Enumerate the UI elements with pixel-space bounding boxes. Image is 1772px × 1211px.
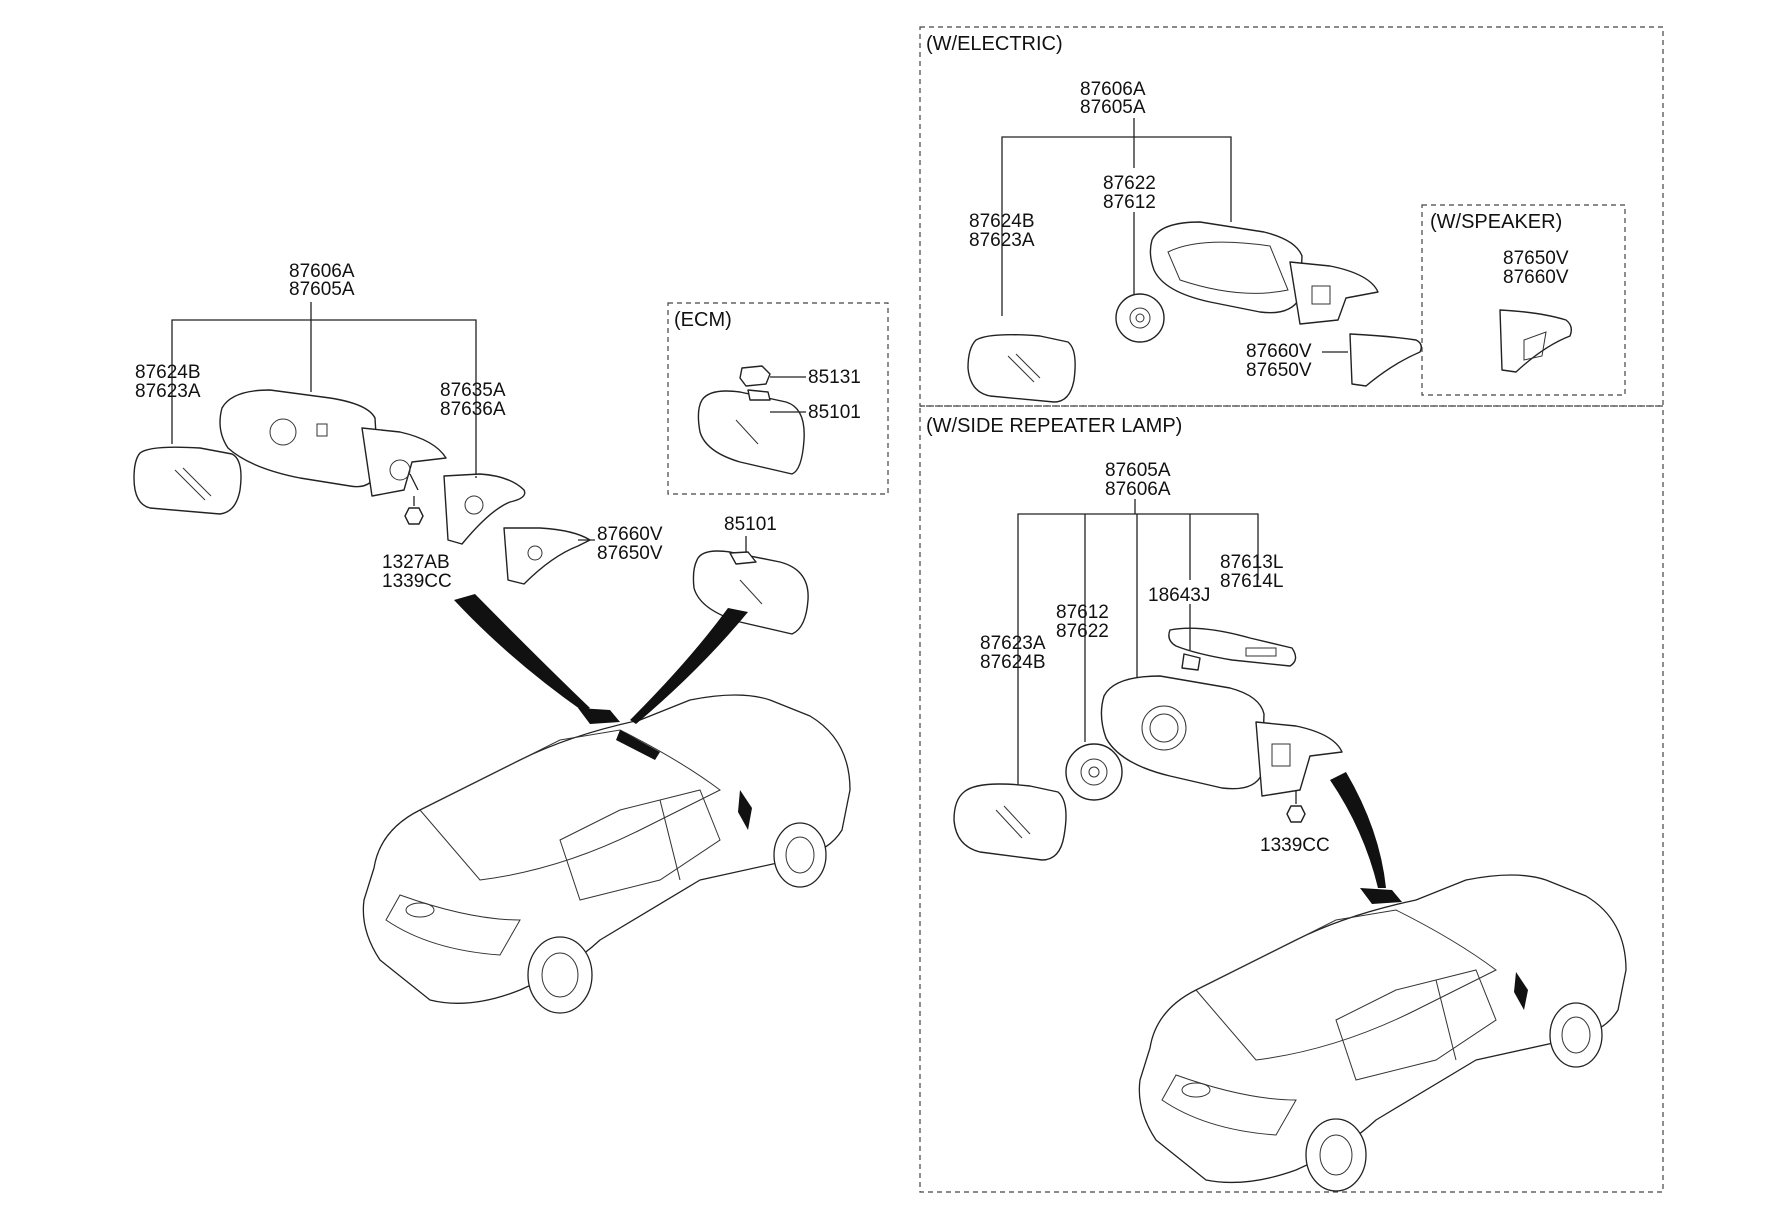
repeater-bulb xyxy=(1181,653,1201,671)
mirror-cover xyxy=(443,473,526,545)
ecm-group: 85131 85101 xyxy=(697,365,861,475)
section-title-electric: (W/ELECTRIC) xyxy=(926,33,1063,55)
label-rp-actuator-2: 87622 xyxy=(1056,621,1109,642)
label-el-glass-1: 87624B xyxy=(969,211,1035,232)
label-sp-garnish-2: 87660V xyxy=(1503,267,1569,288)
label-ecm-mirror: 85101 xyxy=(808,402,861,423)
repeater-group: 87605A 87606A 87613L 87614L 18643J 87612… xyxy=(953,460,1343,861)
frame-electric xyxy=(919,26,1664,407)
mirror-glass xyxy=(133,446,242,515)
label-main-nut-1: 1327AB xyxy=(382,552,450,573)
label-rp-glass-2: 87624B xyxy=(980,652,1046,673)
label-rp-bulb: 18643J xyxy=(1148,585,1210,606)
repeater-nut xyxy=(1286,805,1306,823)
label-ecm-bracket: 85131 xyxy=(808,367,861,388)
label-main-cover-1: 87635A xyxy=(440,380,506,401)
label-el-actuator-1: 87622 xyxy=(1103,173,1156,194)
electric-delta-garnish xyxy=(1349,333,1423,387)
label-rp-assy-2: 87606A xyxy=(1105,479,1171,500)
label-main-glass-2: 87623A xyxy=(135,381,201,402)
frame-ecm xyxy=(667,302,889,495)
label-rp-lamp-1: 87613L xyxy=(1220,552,1283,573)
repeater-mirror-glass xyxy=(953,783,1067,861)
inside-mirror-group: 85101 xyxy=(692,514,809,635)
electric-actuator xyxy=(1115,293,1165,343)
ecm-bracket xyxy=(739,365,771,387)
label-rp-glass-1: 87623A xyxy=(980,633,1046,654)
electric-mirror-glass xyxy=(967,333,1076,403)
label-sp-garnish-1: 87650V xyxy=(1503,248,1569,269)
section-title-repeater: (W/SIDE REPEATER LAMP) xyxy=(926,415,1182,437)
main-mirror-group: 87606A 87605A 87624B 87623A 87635A 87636… xyxy=(133,261,663,592)
repeater-mirror-base xyxy=(1255,721,1343,797)
section-title-speaker: (W/SPEAKER) xyxy=(1430,211,1562,233)
label-rp-nut: 1339CC xyxy=(1260,835,1330,856)
frame-speaker xyxy=(1421,204,1626,396)
label-inside-mirror: 85101 xyxy=(724,514,777,535)
label-main-cover-2: 87636A xyxy=(440,399,506,420)
mirror-housing xyxy=(219,389,379,488)
mirror-base xyxy=(361,427,447,497)
car-right xyxy=(1138,772,1627,1192)
label-rp-actuator-1: 87612 xyxy=(1056,602,1109,623)
label-el-glass-2: 87623A xyxy=(969,230,1035,251)
electric-mirror-base xyxy=(1289,261,1379,325)
nut xyxy=(404,507,424,525)
label-main-nut-2: 1339CC xyxy=(382,571,452,592)
inside-mirror xyxy=(692,550,809,635)
label-el-garnish-1: 87660V xyxy=(1246,341,1312,362)
frame-repeater xyxy=(919,405,1664,1193)
electric-group: 87606A 87605A 87622 87612 87624B 87623A … xyxy=(967,79,1423,403)
label-el-actuator-2: 87612 xyxy=(1103,192,1156,213)
repeater-lamp xyxy=(1168,627,1297,667)
label-rp-lamp-2: 87614L xyxy=(1220,571,1283,592)
ecm-mirror xyxy=(697,390,805,475)
car-left xyxy=(362,594,851,1014)
section-title-ecm: (ECM) xyxy=(674,309,732,331)
label-main-glass-1: 87624B xyxy=(135,362,201,383)
label-main-assy-2: 87605A xyxy=(289,279,355,300)
label-main-assy-1: 87606A xyxy=(289,261,355,282)
label-main-garnish-2: 87650V xyxy=(597,543,663,564)
label-el-assy-1: 87606A xyxy=(1080,79,1146,100)
speaker-garnish xyxy=(1499,309,1573,373)
electric-mirror-housing xyxy=(1149,221,1303,314)
label-main-garnish-1: 87660V xyxy=(597,524,663,545)
label-rp-assy-1: 87605A xyxy=(1105,460,1171,481)
repeater-mirror-housing xyxy=(1100,675,1265,790)
repeater-actuator xyxy=(1065,743,1123,801)
label-el-garnish-2: 87650V xyxy=(1246,360,1312,381)
speaker-group: 87650V 87660V xyxy=(1499,248,1573,373)
delta-garnish xyxy=(503,527,591,585)
label-el-assy-2: 87605A xyxy=(1080,97,1146,118)
